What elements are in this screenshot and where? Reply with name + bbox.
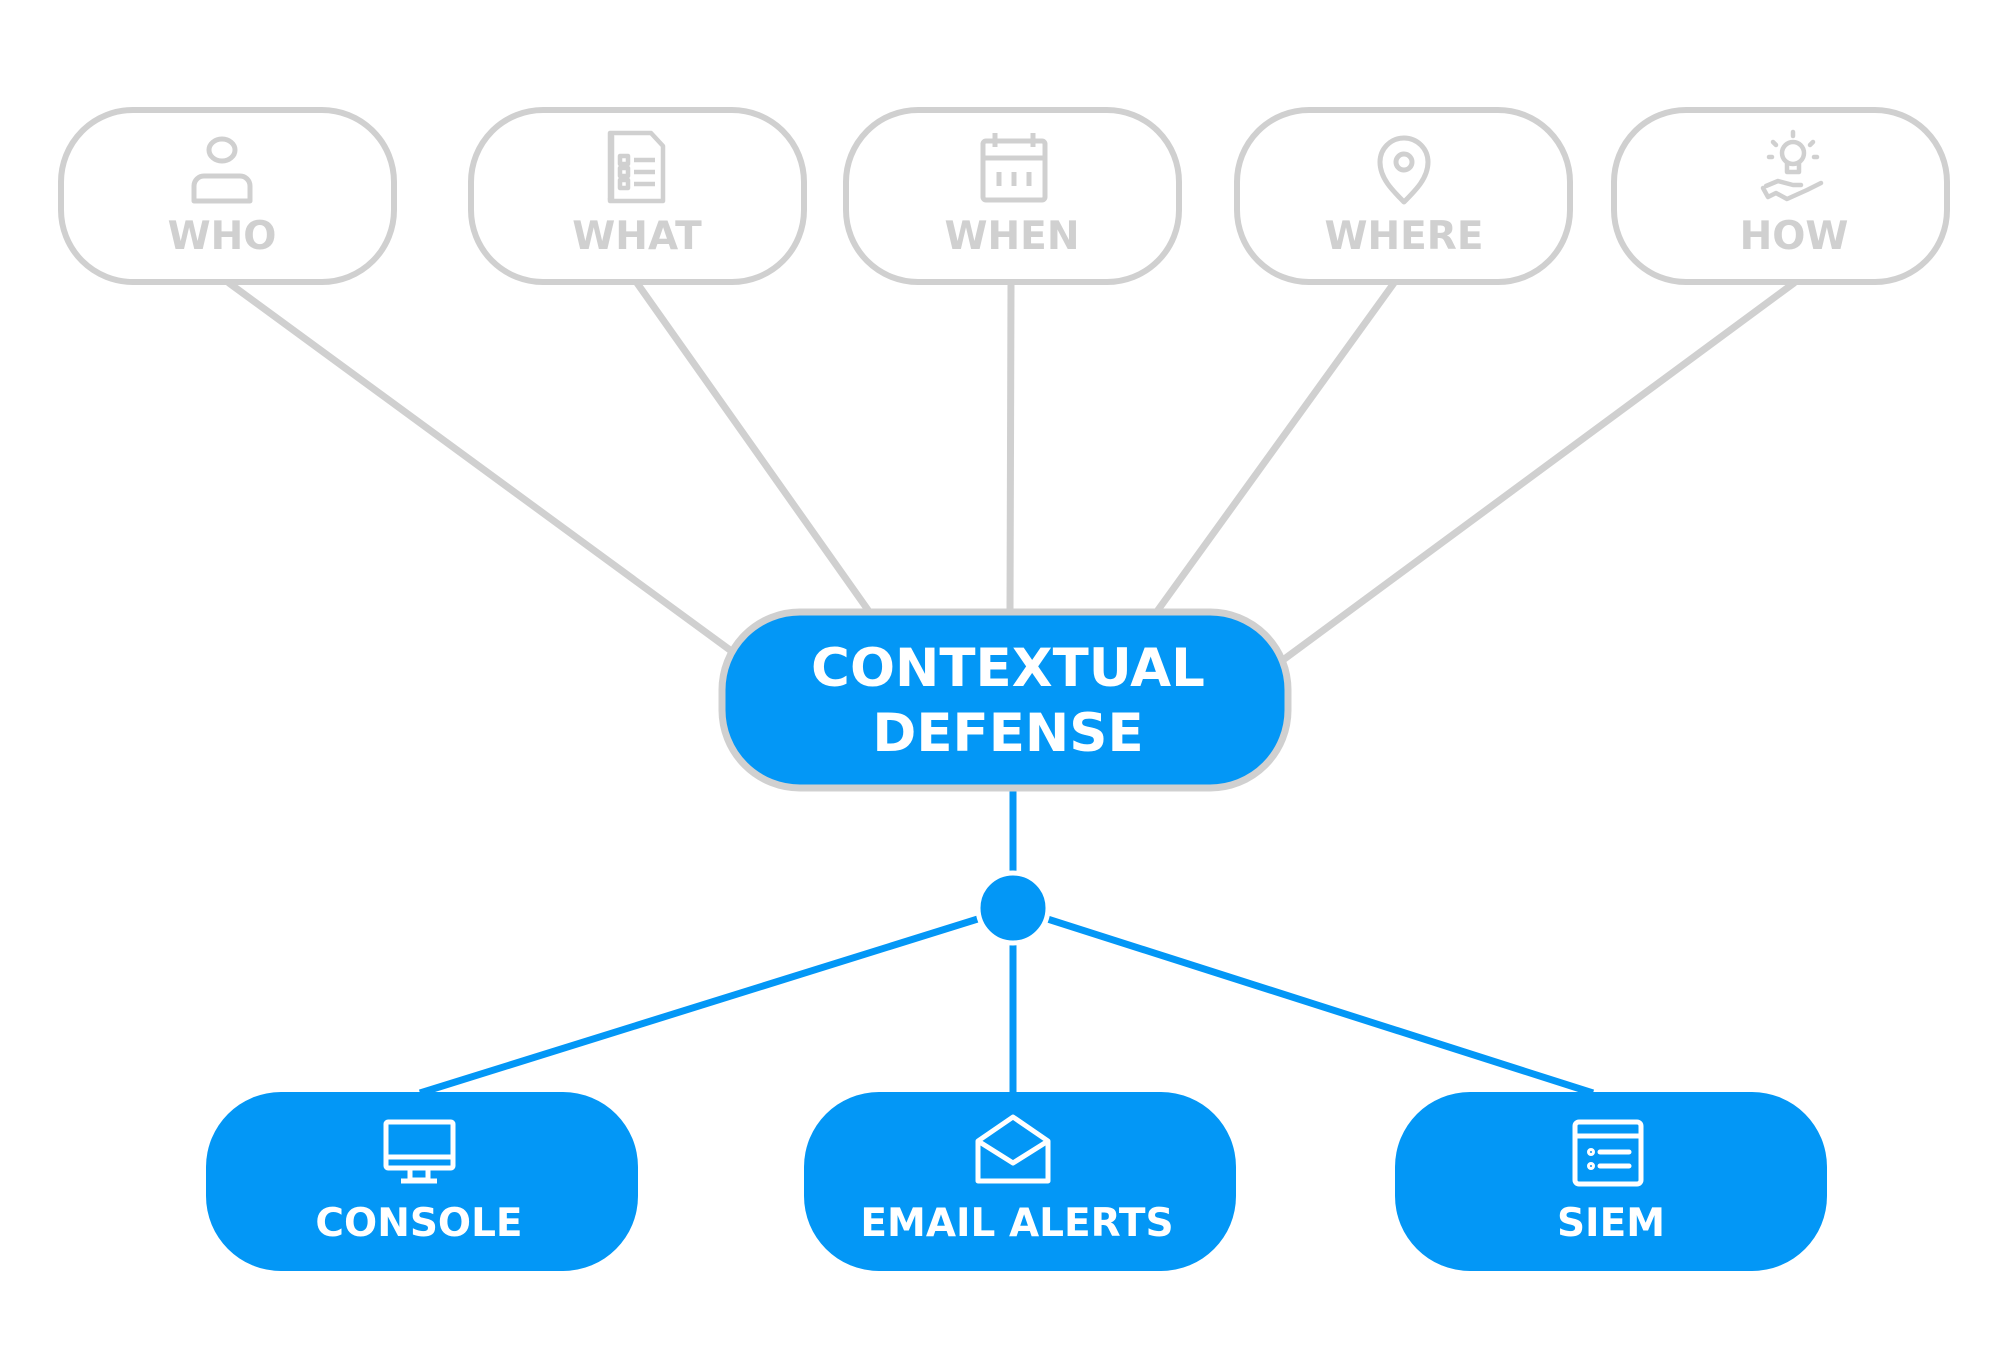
context-node-label: HOW: [1740, 214, 1849, 259]
output-node-email-alerts: EMAIL ALERTS: [804, 1092, 1236, 1271]
context-node-label: WHERE: [1325, 214, 1484, 259]
context-node-what: WHAT: [468, 107, 807, 285]
output-node-label: CONSOLE: [315, 1201, 522, 1246]
output-nodes: CONSOLE EMAIL ALERTS SIEM: [206, 1092, 1827, 1271]
context-nodes: WHO WHAT: [58, 107, 1950, 285]
center-node: CONTEXTUAL DEFENSE: [718, 608, 1292, 792]
envelope-icon: [975, 1114, 1051, 1184]
context-node-label: WHAT: [572, 214, 702, 259]
monitor-icon: [383, 1119, 456, 1184]
context-node-when: WHEN: [843, 107, 1182, 285]
hub-node: [975, 870, 1051, 946]
connector-console: [418, 904, 1015, 1097]
context-connectors: [225, 279, 1798, 664]
center-node-line2: DEFENSE: [872, 703, 1143, 764]
connector-how: [1279, 279, 1798, 664]
context-node-where: WHERE: [1234, 107, 1573, 285]
center-node-line1: CONTEXTUAL: [811, 638, 1205, 699]
output-node-siem: SIEM: [1395, 1092, 1827, 1271]
context-node-label: WHEN: [945, 214, 1080, 259]
calendar-icon: [980, 133, 1048, 203]
location-pin-icon: [1377, 135, 1431, 205]
connector-when: [1006, 279, 1015, 616]
output-node-console: CONSOLE: [206, 1092, 638, 1271]
list-window-icon: [1572, 1119, 1644, 1187]
connector-where: [1154, 279, 1398, 614]
context-node-label: WHO: [168, 214, 277, 259]
checklist-document-icon: [607, 130, 666, 204]
person-icon: [191, 136, 253, 204]
context-node-who: WHO: [58, 107, 397, 285]
context-node-how: HOW: [1611, 107, 1950, 285]
output-node-label: EMAIL ALERTS: [860, 1201, 1173, 1246]
connector-what: [633, 279, 872, 614]
output-node-label: SIEM: [1557, 1201, 1665, 1246]
connector-who: [225, 279, 734, 654]
lightbulb-hand-icon: [1760, 129, 1824, 202]
connector-siem: [1011, 904, 1595, 1097]
